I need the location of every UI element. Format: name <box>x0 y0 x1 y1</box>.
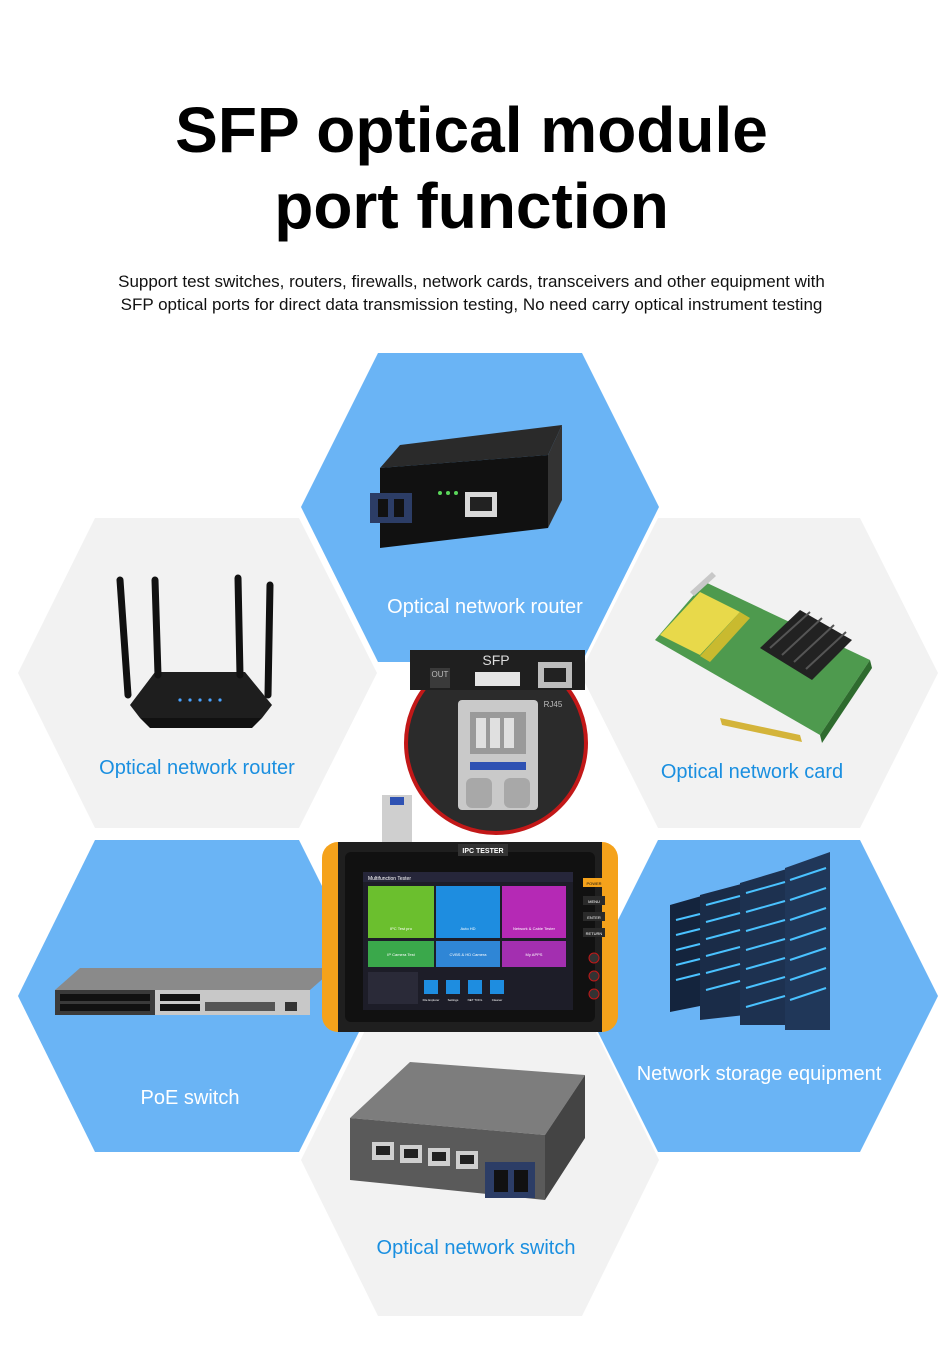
enter-button[interactable] <box>583 912 605 921</box>
media-converter-image <box>370 425 562 548</box>
enter-button-label: ENTER <box>587 915 601 920</box>
tile-auto-hd-label: Auto HD <box>460 926 475 931</box>
tile-cvbs-hd-label: CVBS & HD Camera <box>450 952 488 957</box>
dock-cleaner[interactable] <box>490 980 504 994</box>
tile-ip-camera-label: IP Camera Test <box>387 952 415 957</box>
sfp-module-on-device <box>382 795 412 850</box>
subtitle-line-1: Support test switches, routers, firewall… <box>118 272 825 291</box>
label-left-upper: Optical network router <box>99 757 295 779</box>
label-bottom: Optical network switch <box>376 1237 576 1259</box>
title-line-1: SFP optical module <box>175 94 768 166</box>
label-left-lower: PoE switch <box>140 1087 240 1109</box>
return-button-label: RETURN <box>586 931 603 936</box>
power-button-label: POWER <box>586 881 601 886</box>
optical-switch-image <box>350 1062 585 1200</box>
tile-my-apps[interactable] <box>502 941 566 967</box>
screen-header: Multifunction Tester <box>368 876 411 882</box>
dock-file-explorer[interactable] <box>424 980 438 994</box>
dock-net-tool-label: NET TOOL <box>468 998 483 1002</box>
subtitle-line-2: SFP optical ports for direct data transm… <box>120 295 823 314</box>
tile-ipc-test[interactable] <box>368 886 434 938</box>
sfp-magnifier: SFP RJ45 OUT <box>404 650 588 835</box>
rj45-label: RJ45 <box>544 700 563 709</box>
port-label: OUT <box>432 670 449 679</box>
dock-settings[interactable] <box>446 980 460 994</box>
label-right-lower: Network storage equipment <box>636 1063 882 1085</box>
return-button[interactable] <box>583 928 605 937</box>
tester-device: IPC TESTER Multifunction Tester IPC Test… <box>322 842 618 1032</box>
tile-ip-camera[interactable] <box>368 941 434 967</box>
title-line-2: port function <box>274 170 669 242</box>
tile-my-apps-label: My APPS <box>526 952 543 957</box>
tile-cvbs-hd[interactable] <box>436 941 500 967</box>
tile-network-cable[interactable] <box>502 886 566 938</box>
sfp-label: SFP <box>482 652 509 668</box>
dock-cleaner-label: Cleaner <box>492 998 503 1002</box>
tile-auto-hd[interactable] <box>436 886 500 938</box>
dock-net-tool[interactable] <box>468 980 482 994</box>
page-title: SFP optical module port function <box>0 92 943 244</box>
page-subtitle: Support test switches, routers, firewall… <box>0 270 943 316</box>
network-card-image <box>655 572 872 743</box>
tile-network-cable-label: Network & Cable Tester <box>513 926 556 931</box>
server-racks-image <box>670 852 830 1030</box>
label-top: Optical network router <box>387 596 583 618</box>
menu-button[interactable] <box>583 896 605 905</box>
wifi-router-image <box>116 574 274 728</box>
power-button[interactable] <box>583 878 605 887</box>
dock-settings-label: Settings <box>448 998 459 1002</box>
menu-button-label: MENU <box>588 899 600 904</box>
tile-ipc-test-label: IPC Test pro <box>390 926 413 931</box>
poe-switch-image <box>55 968 335 1015</box>
device-brand: IPC TESTER <box>462 848 503 855</box>
label-right-upper: Optical network card <box>660 761 844 783</box>
dock-file-explorer-label: File Explorer <box>423 998 440 1002</box>
